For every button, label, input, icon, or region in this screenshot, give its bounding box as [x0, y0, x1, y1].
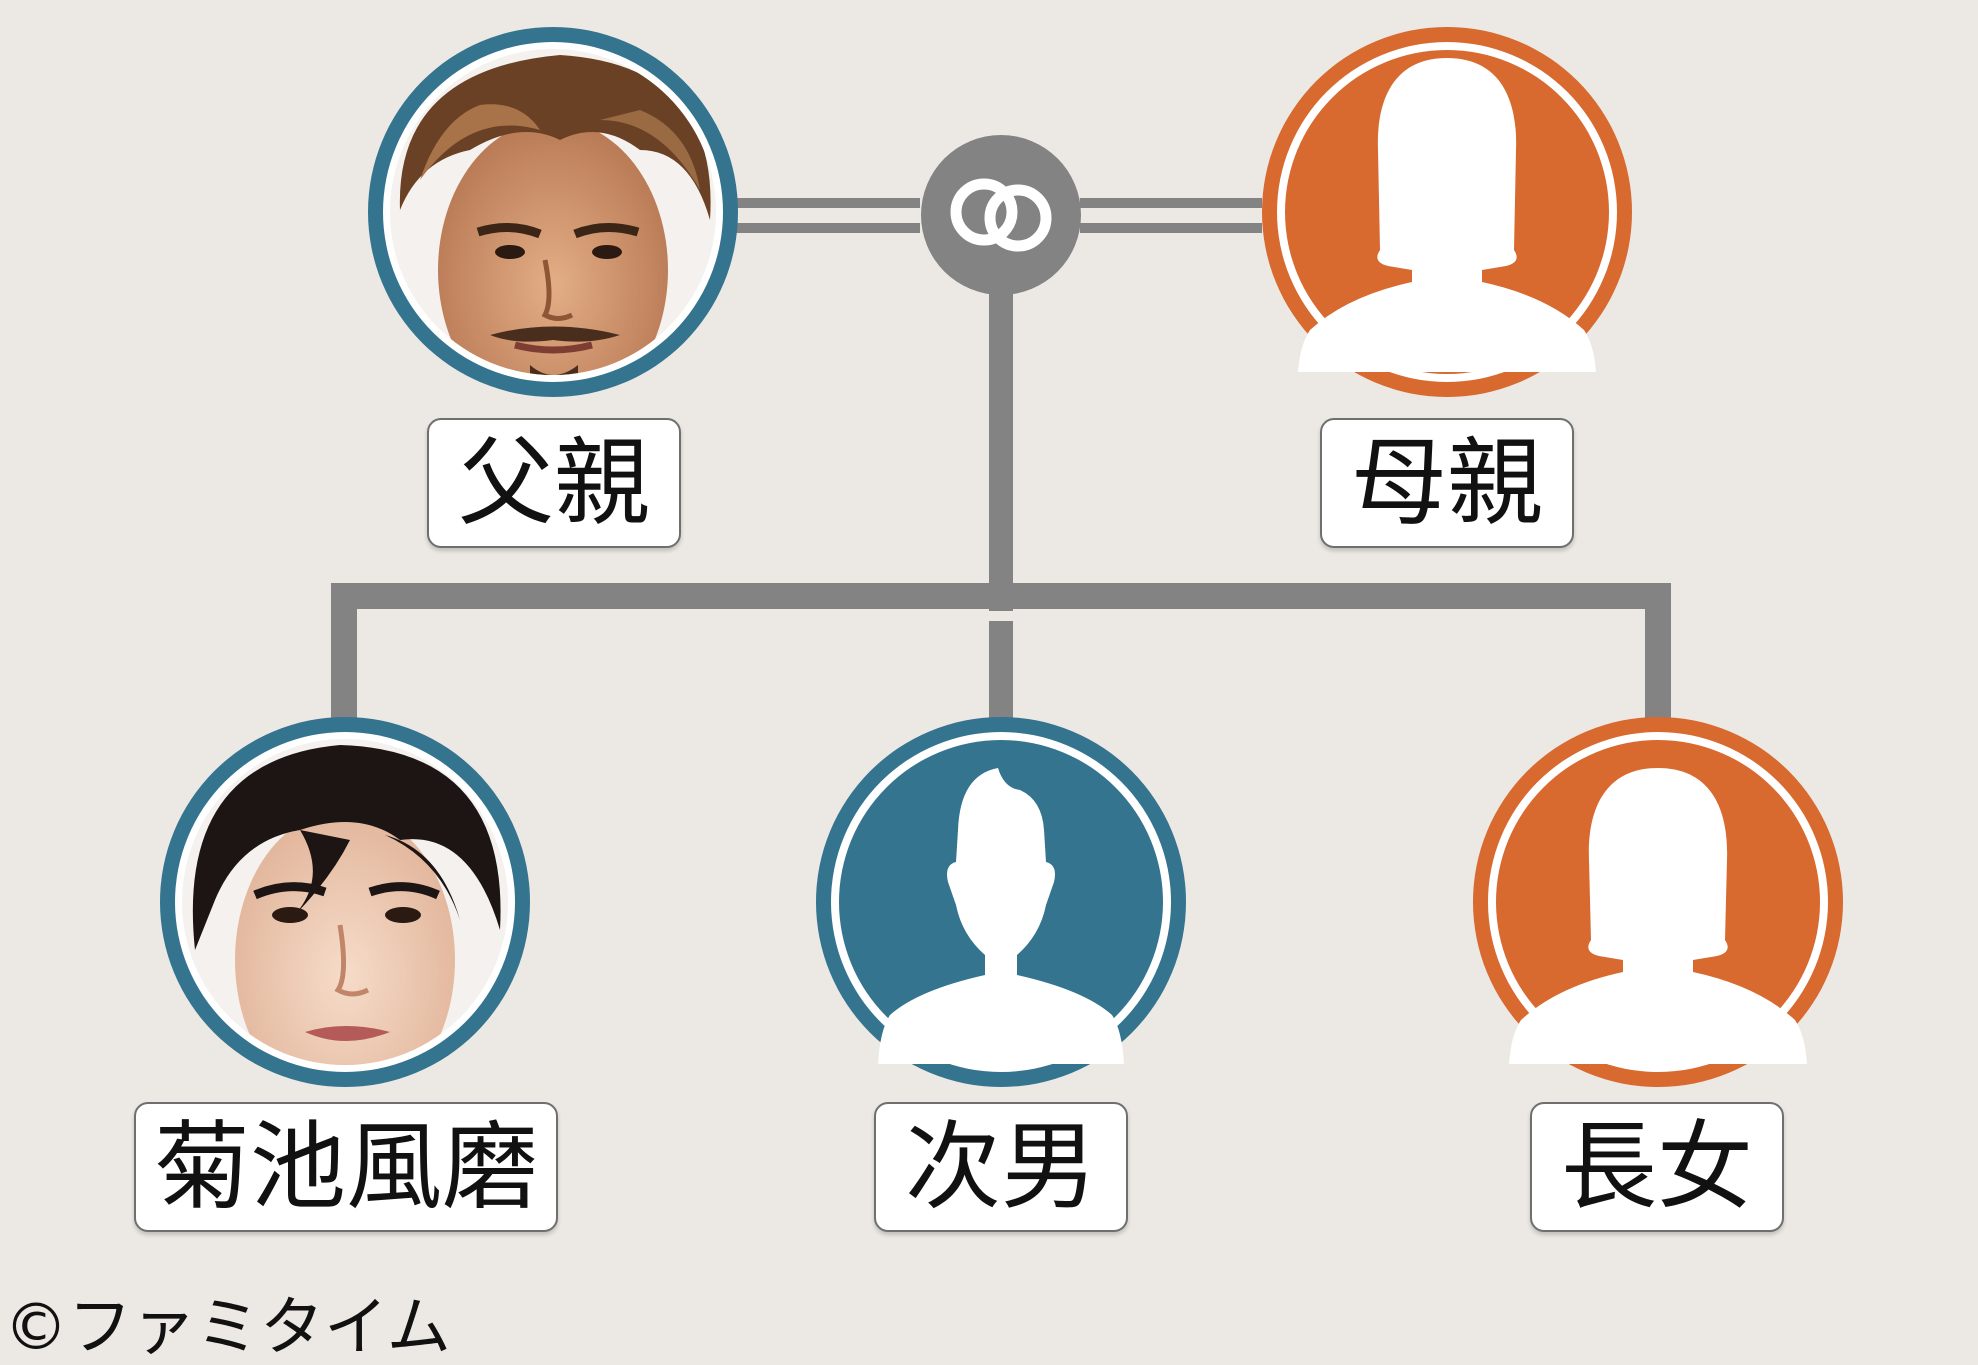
- connector-lines: [331, 198, 1671, 730]
- eldest-daughter-avatar: [1473, 717, 1843, 1087]
- mother-label: 母親: [1320, 418, 1574, 548]
- female-silhouette-icon: [1298, 58, 1596, 372]
- child-label-second-son: 次男: [874, 1102, 1128, 1232]
- female-silhouette-icon: [1509, 768, 1807, 1064]
- rings-icon: [921, 135, 1081, 295]
- second-son-avatar: [816, 717, 1186, 1087]
- child-label-eldest-daughter: 長女: [1530, 1102, 1784, 1232]
- sibling-bar: [331, 583, 1671, 730]
- male-silhouette-icon: [878, 768, 1124, 1064]
- mother-avatar: [1262, 27, 1632, 397]
- copyright-credit: ©ファミタイム: [4, 1291, 451, 1365]
- father-label: 父親: [427, 418, 681, 548]
- child-label-kikuchi: 菊池風磨: [134, 1102, 558, 1232]
- kikuchi-avatar: [160, 717, 530, 1087]
- father-avatar: [368, 27, 738, 397]
